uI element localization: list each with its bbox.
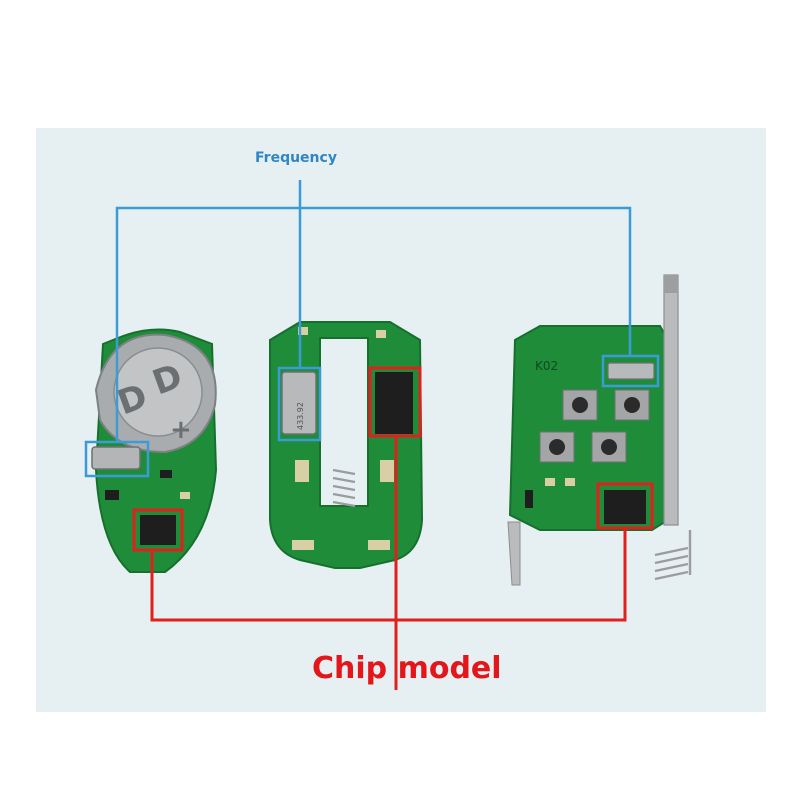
- smd-component: [368, 540, 390, 550]
- metal-bracket: [507, 521, 521, 586]
- right-crystal-component: [607, 362, 655, 380]
- smd-component: [160, 470, 172, 478]
- chip-model-label: Chip model: [312, 651, 502, 686]
- left-crystal-component: [91, 446, 141, 470]
- smd-component: [298, 327, 308, 335]
- battery-spring: [654, 530, 692, 581]
- frequency-callout-lines: [84, 180, 660, 478]
- smd-component: [380, 460, 394, 482]
- smd-component: [376, 330, 386, 338]
- crystal-marking: 433.92: [296, 402, 305, 430]
- left-pcb-board: D D +: [91, 328, 218, 573]
- smd-component: [105, 490, 119, 500]
- chip-box-left: [132, 508, 184, 552]
- smd-component: [180, 492, 190, 499]
- left-ic-chip: [140, 515, 176, 545]
- smd-component: [525, 490, 533, 508]
- chip-callout-lines: [132, 366, 654, 690]
- coin-cell-holder: D D +: [94, 333, 217, 454]
- tactile-buttons: [539, 389, 650, 463]
- middle-ic-chip: [375, 372, 413, 434]
- board-marking: K02: [535, 359, 558, 373]
- frequency-label: Frequency: [255, 150, 337, 166]
- telescopic-antenna: [663, 274, 679, 526]
- smd-component: [565, 478, 575, 486]
- battery-slot: [319, 337, 369, 507]
- battery-spring: [332, 468, 356, 508]
- svg-text:+: +: [170, 415, 192, 445]
- right-pcb-board: K02: [507, 274, 692, 586]
- middle-pcb-board: 433.92: [269, 321, 424, 569]
- middle-crystal-component: [281, 371, 317, 435]
- smd-component: [295, 460, 309, 482]
- smd-component: [292, 540, 314, 550]
- right-ic-chip: [604, 490, 646, 524]
- smd-component: [545, 478, 555, 486]
